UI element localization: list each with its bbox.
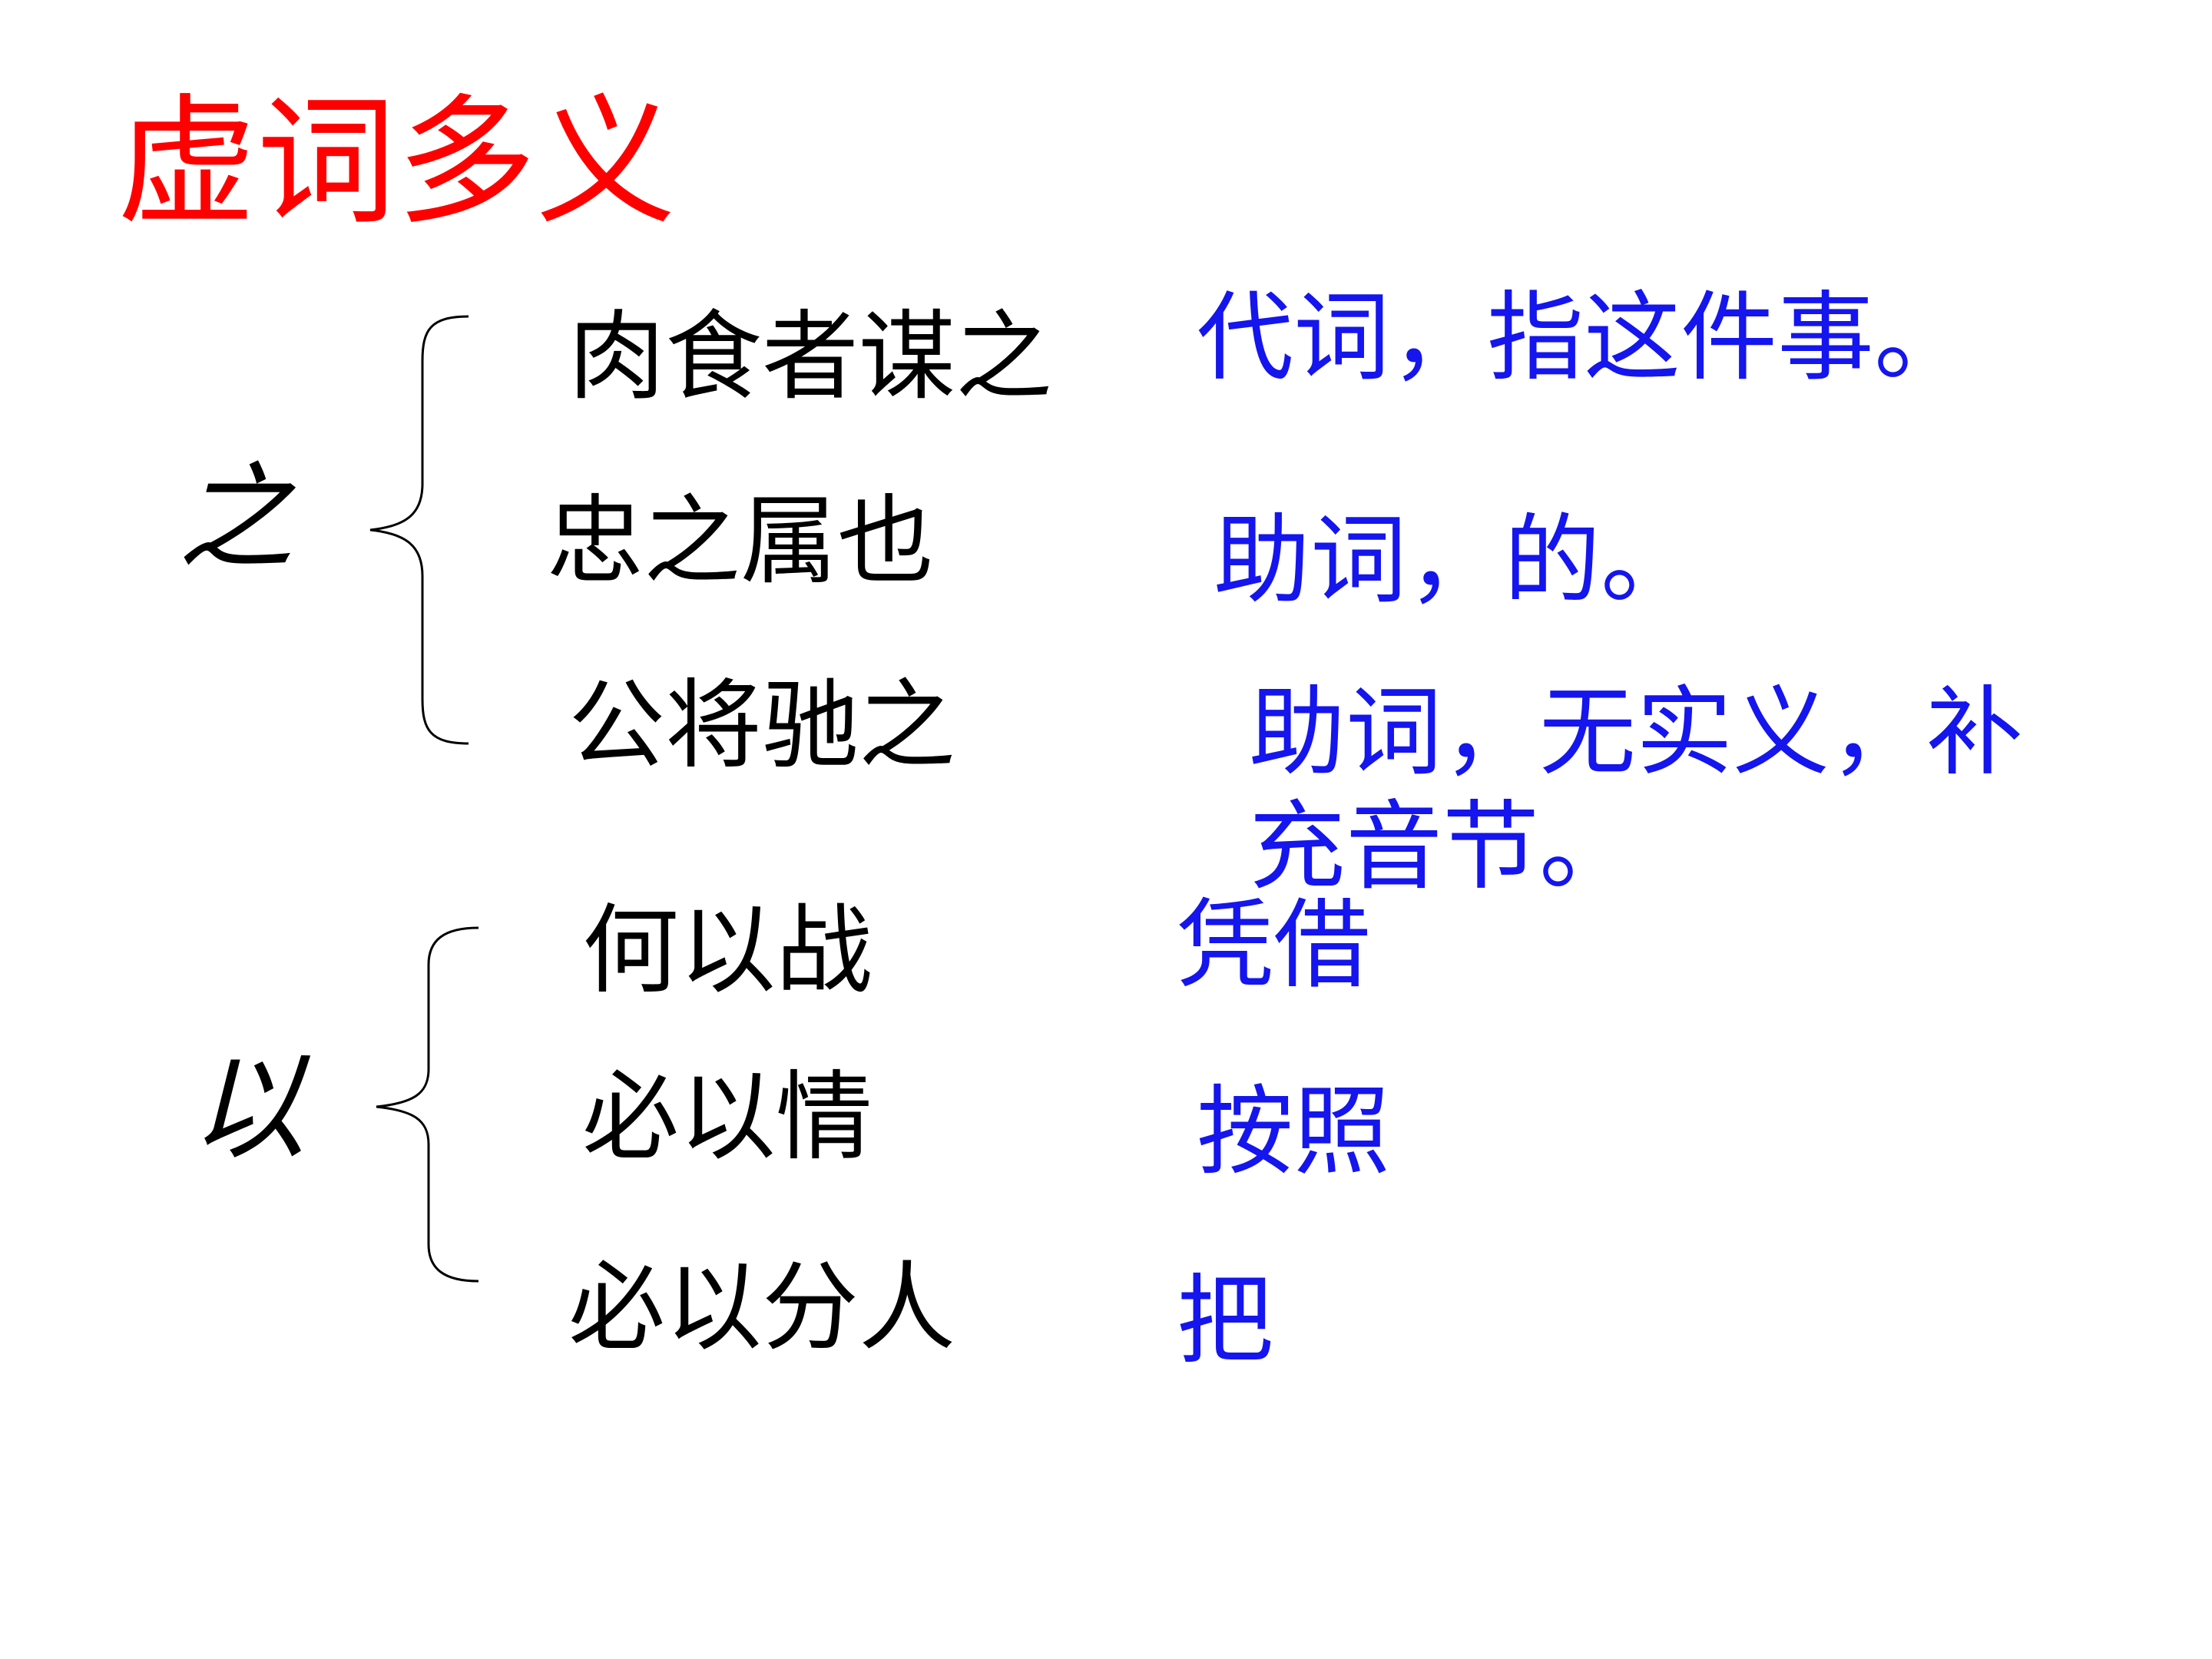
meaning-1: 代词，指这件事。 (1197, 281, 1971, 394)
meaning-2: 助词，的。 (1214, 504, 1697, 617)
meaning-4: 凭借 (1177, 889, 1370, 1002)
phrase-5: 必以情 (582, 1061, 873, 1174)
slide-title: 虚词多义 (117, 81, 676, 243)
meaning-6: 把 (1177, 1264, 1273, 1377)
phrase-6: 必以分人 (568, 1251, 955, 1364)
brace-zhi (369, 315, 469, 745)
meaning-5: 按照 (1197, 1075, 1390, 1188)
function-word-yi: 以 (190, 1041, 306, 1175)
phrase-4: 何以战 (582, 894, 873, 1007)
meaning-3: 助词，无实义，补充音节。 (1249, 676, 2023, 903)
phrase-2: 忠之属也 (547, 485, 934, 598)
phrase-3: 公将驰之 (568, 669, 955, 782)
function-word-zhi: 之 (178, 452, 294, 585)
phrase-1: 肉食者谋之 (568, 300, 1052, 413)
brace-yi (376, 926, 479, 1283)
